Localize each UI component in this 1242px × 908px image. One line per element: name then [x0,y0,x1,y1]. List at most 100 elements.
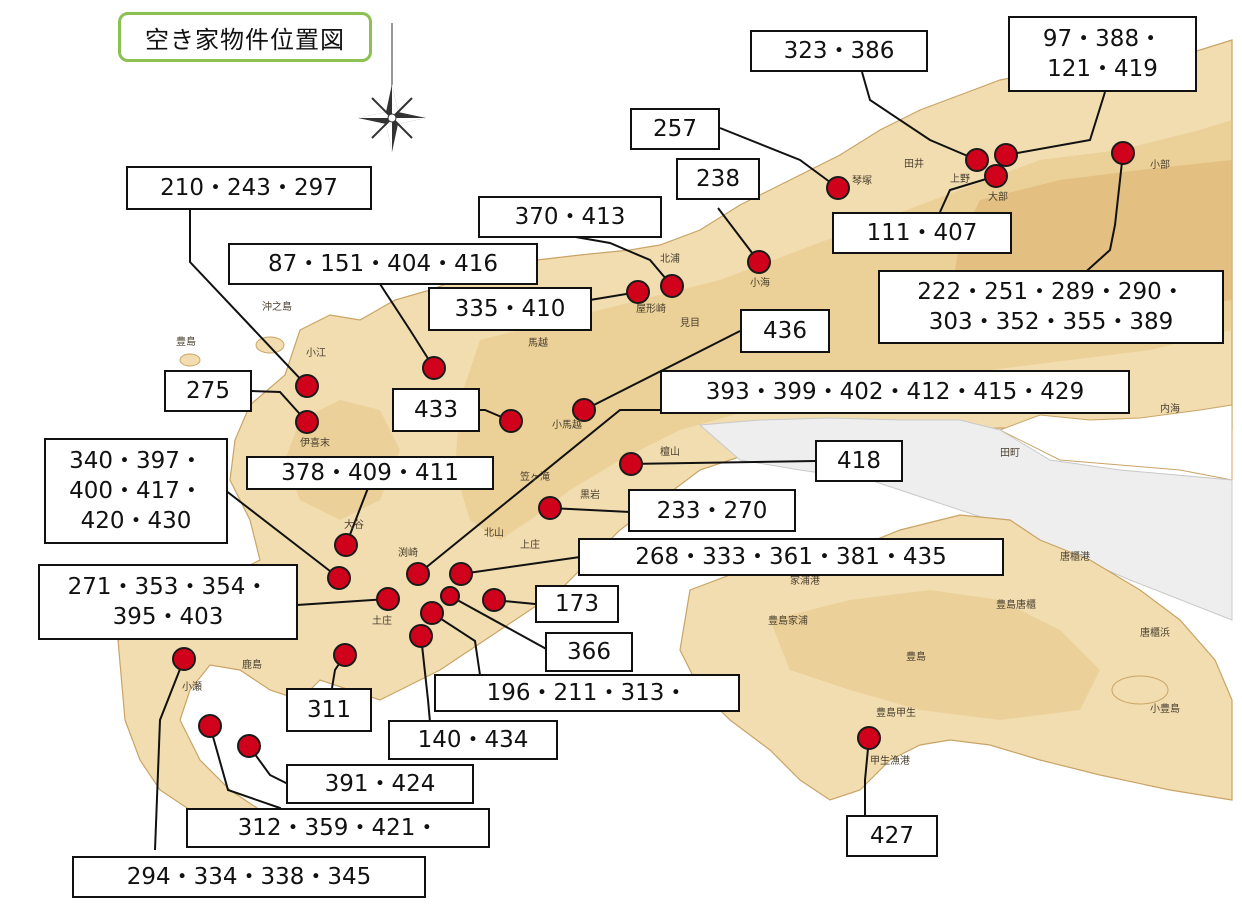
place-label: 北浦 [660,252,680,265]
property-label-box[interactable]: 323・386 [750,30,928,72]
place-label: 見目 [680,317,700,329]
property-numbers: 433 [414,397,458,423]
property-marker[interactable] [295,374,319,398]
property-marker[interactable] [660,274,684,298]
property-label-box[interactable]: 210・243・297 [126,166,372,210]
place-label: 小馬越 [552,418,582,431]
place-label: 唐櫃浜 [1140,626,1170,639]
property-marker[interactable] [198,714,222,738]
property-marker[interactable] [422,356,446,380]
property-label-box[interactable]: 271・353・354・ 395・403 [38,564,298,640]
property-numbers: 275 [186,378,230,404]
property-label-box[interactable]: 378・409・411 [246,456,494,490]
property-marker[interactable] [572,398,596,422]
property-marker[interactable] [482,588,506,612]
property-label-box[interactable]: 97・388・ 121・419 [1008,16,1197,92]
place-label: 内海 [1160,402,1180,415]
place-label: 豊島 [906,650,926,663]
property-marker[interactable] [449,562,473,586]
property-marker[interactable] [237,734,261,758]
property-label-box[interactable]: 140・434 [388,720,558,760]
place-label: 鹿島 [242,658,262,671]
property-marker[interactable] [1111,141,1135,165]
property-label-box[interactable]: 366 [545,632,633,672]
property-label-box[interactable]: 275 [164,370,252,412]
property-marker[interactable] [538,496,562,520]
property-marker[interactable] [965,148,989,172]
property-numbers: 427 [870,823,914,849]
property-label-box[interactable]: 418 [815,440,903,482]
property-label-box[interactable]: 393・399・402・412・415・429 [660,370,1130,414]
property-label-box[interactable]: 238 [676,158,760,200]
property-numbers: 335・410 [454,296,566,322]
property-marker[interactable] [409,624,433,648]
property-marker[interactable] [440,586,460,606]
property-numbers: 420・430 [80,508,192,534]
property-numbers: 378・409・411 [281,460,459,486]
property-marker[interactable] [826,176,850,200]
property-marker[interactable] [406,562,430,586]
property-numbers: 271・353・354・ [67,574,269,600]
small-island [255,336,285,354]
property-marker[interactable] [334,533,358,557]
property-label-box[interactable]: 268・333・361・381・435 [578,538,1004,576]
property-label-box[interactable]: 335・410 [428,287,592,331]
property-numbers: 393・399・402・412・415・429 [705,379,1085,405]
property-label-box[interactable]: 87・151・404・416 [228,243,538,285]
property-marker[interactable] [626,280,650,304]
property-marker[interactable] [376,587,400,611]
property-label-box[interactable]: 233・270 [628,489,796,532]
property-numbers: 303・352・355・389 [928,309,1174,335]
place-label: 大谷 [344,518,364,531]
property-label-box[interactable]: 427 [846,815,938,857]
property-marker[interactable] [295,410,319,434]
place-label: 黒岩 [580,488,600,501]
property-numbers: 268・333・361・381・435 [635,544,947,570]
property-marker[interactable] [857,726,881,750]
property-label-box[interactable]: 391・424 [286,764,474,804]
property-marker[interactable] [333,643,357,667]
property-numbers: 210・243・297 [160,175,338,201]
place-label: 豊島甲生 [876,706,916,719]
property-marker[interactable] [984,164,1008,188]
place-label: 沖之島 [262,300,292,313]
property-label-box[interactable]: 294・334・338・345 [72,856,426,898]
property-numbers: 294・334・338・345 [126,864,372,890]
property-numbers: 222・251・289・290・ [917,279,1185,305]
map-title: 空き家物件位置図 [118,12,372,62]
property-label-box[interactable]: 196・211・313・ [434,674,740,712]
property-marker[interactable] [994,143,1018,167]
property-numbers: 366 [567,639,611,665]
property-marker[interactable] [619,452,643,476]
place-label: 上野 [950,173,970,185]
property-label-box[interactable]: 436 [740,309,830,353]
property-label-box[interactable]: 222・251・289・290・ 303・352・355・389 [878,270,1224,344]
place-label: 豊島唐櫃 [996,598,1036,611]
property-numbers: 311 [307,697,351,723]
property-markers [172,141,1135,758]
place-label: 馬越 [528,336,548,349]
place-label: 豊島 [176,335,196,348]
property-numbers: 257 [653,116,697,142]
property-marker[interactable] [327,566,351,590]
place-label: 小瀬 [182,681,202,693]
property-marker[interactable] [420,601,444,625]
place-label: 小江 [306,347,326,359]
property-label-box[interactable]: 370・413 [478,196,662,238]
property-marker[interactable] [747,250,771,274]
property-label-box[interactable]: 111・407 [832,212,1012,254]
property-label-box[interactable]: 257 [630,108,720,150]
property-label-box[interactable]: 433 [392,388,480,432]
small-island [1111,675,1169,705]
property-label-box[interactable]: 312・359・421・ [186,808,490,848]
property-label-box[interactable]: 340・397・ 400・417・ 420・430 [44,438,228,544]
place-label: 小部 [1150,158,1170,171]
property-label-box[interactable]: 311 [286,688,372,732]
property-marker[interactable] [499,409,523,433]
property-numbers: 418 [837,448,881,474]
property-marker[interactable] [172,647,196,671]
property-label-box[interactable]: 173 [535,585,619,623]
place-label: 大部 [988,190,1008,203]
